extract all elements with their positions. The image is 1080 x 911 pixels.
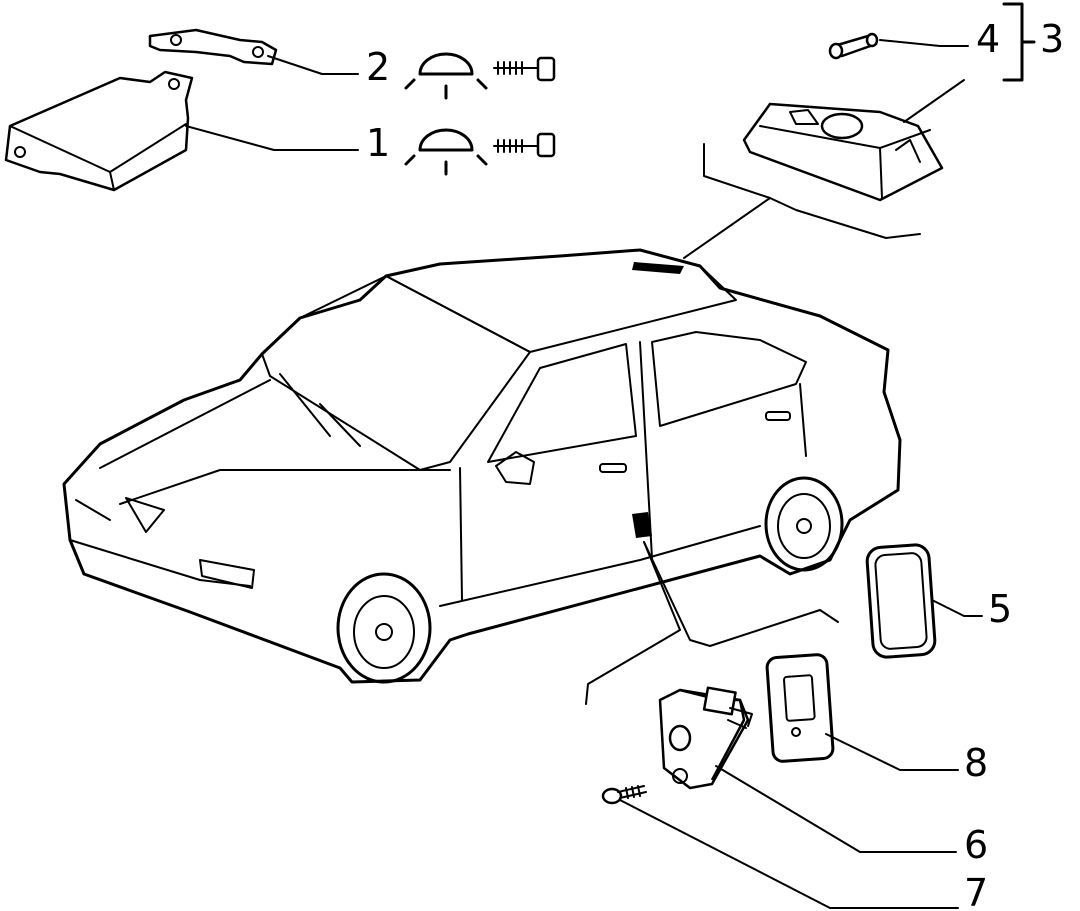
key-icon: [493, 56, 556, 82]
callout-4: 4: [976, 17, 1000, 61]
part-5-boot: [865, 543, 937, 659]
part-3-roof-lamp: [742, 102, 944, 202]
leader-lines: [185, 39, 983, 909]
callout-3: 3: [1040, 17, 1064, 61]
part-1-control-unit: [4, 70, 194, 192]
courtesy-light-icon: [404, 52, 488, 100]
callout-6: 6: [964, 823, 988, 867]
part-2-bracket: [148, 28, 278, 66]
part-6-door-switch: [658, 686, 753, 790]
callout-8: 8: [964, 741, 988, 785]
callout-5: 5: [988, 587, 1012, 631]
car-illustration: [62, 248, 902, 684]
callout-1: 1: [366, 121, 390, 165]
courtesy-light-icon: [404, 128, 488, 176]
callout-7: 7: [964, 871, 988, 911]
part-4-bulb: [828, 32, 879, 60]
callout-2: 2: [366, 45, 390, 89]
key-icon: [493, 132, 556, 158]
part-8-cover: [765, 653, 835, 763]
part-7-screw: [601, 785, 647, 805]
